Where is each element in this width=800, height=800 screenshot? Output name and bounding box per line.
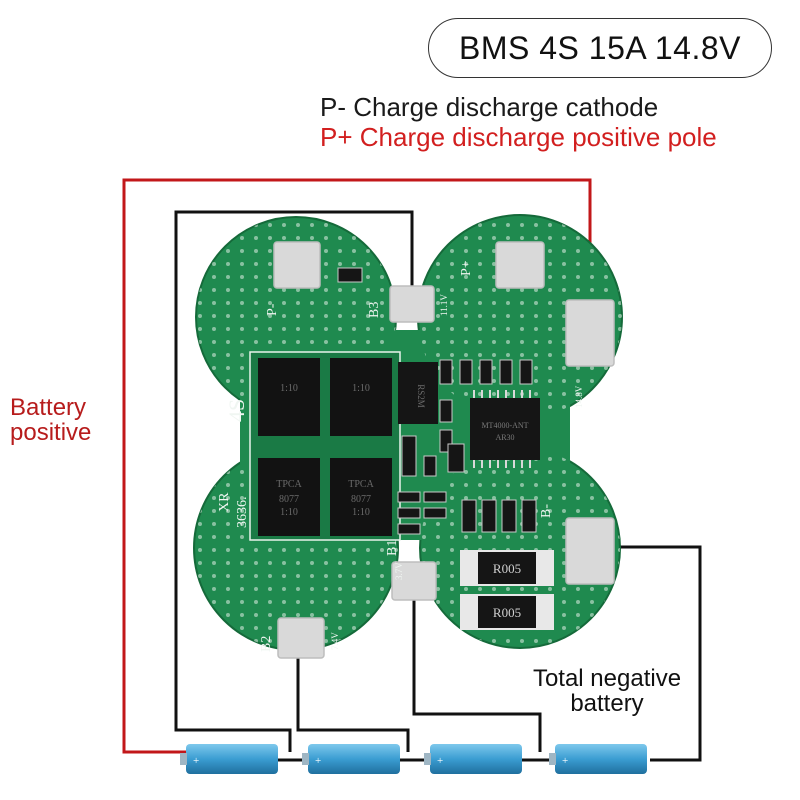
- pad-b4: [565, 299, 615, 367]
- silk-b2-voltage: 7.4V: [330, 632, 340, 650]
- mosfet-4-label: TPCA: [348, 479, 374, 490]
- pad-p-plus: [495, 241, 545, 289]
- silk-b4-voltage: 14.8V: [574, 385, 584, 408]
- battery-pack: + + + +: [180, 744, 647, 774]
- battery-cell-2: +: [302, 744, 400, 774]
- ic-label-1: MT4000-ANT: [481, 421, 528, 430]
- mosfet-1-label: 1:10: [280, 383, 298, 394]
- pad-b3: [389, 285, 435, 323]
- battery-3-plus: +: [437, 755, 443, 767]
- pad-p-minus: [273, 241, 321, 289]
- battery-2-plus: +: [315, 755, 321, 767]
- silk-b2: B2: [259, 636, 274, 652]
- mosfet-1: [258, 358, 320, 436]
- silk-b3-voltage: 11.1V: [439, 294, 449, 316]
- smd-components: [337, 267, 537, 535]
- wire-b3: [174, 210, 414, 752]
- mosfet-3-label-2: 8077: [279, 494, 299, 505]
- silk-b1: B1: [385, 540, 400, 556]
- wire-b-minus: [610, 545, 702, 762]
- sense-resistors: R005 R005: [460, 550, 554, 630]
- legend-negative: P- Charge discharge cathode: [320, 92, 659, 122]
- pad-b1: [391, 561, 437, 601]
- battery-1-plus: +: [193, 755, 199, 767]
- battery-positive-line1: Battery: [10, 394, 87, 421]
- silk-model: 4S: [224, 399, 249, 422]
- silk-maker-1: XR: [217, 492, 232, 512]
- total-negative-line1: Total negative: [532, 665, 682, 692]
- title-pill: BMS 4S 15A 14.8V: [428, 18, 772, 78]
- battery-cell-4: +: [549, 744, 647, 774]
- mosfet-3: [258, 458, 320, 536]
- battery-4-plus: +: [562, 755, 568, 767]
- diode-component: RS2M: [398, 362, 438, 424]
- diode-label: RS2M: [416, 384, 426, 408]
- mosfet-3-ratio: 1:10: [280, 507, 298, 518]
- mosfet-array: 1:10 1:10 TPCA 8077 TPCA 8077 1:10 1:10: [249, 351, 401, 541]
- pad-b2: [277, 617, 325, 659]
- controller-ic: MT4000-ANT AR30: [470, 390, 540, 468]
- battery-positive-label: Battery positive: [10, 395, 91, 445]
- total-negative-line2: battery: [570, 690, 644, 717]
- mosfet-4: [330, 458, 392, 536]
- silk-b3: B3: [367, 302, 382, 318]
- silk-p-plus: P+: [459, 260, 474, 276]
- silk-b1-voltage: 3.7V: [394, 562, 404, 580]
- battery-cell-1: +: [180, 744, 278, 774]
- total-negative-label: Total negative battery: [516, 666, 698, 716]
- battery-positive-line2: positive: [10, 419, 92, 446]
- mosfet-4-label-2: 8077: [351, 494, 371, 505]
- mosfet-2: [330, 358, 392, 436]
- resistor-1-code: R005: [493, 561, 521, 576]
- resistor-2-code: R005: [493, 605, 521, 620]
- battery-cell-3: +: [424, 744, 522, 774]
- mosfet-4-ratio: 1:10: [352, 507, 370, 518]
- silk-p-minus: P-: [265, 303, 280, 316]
- title-text: BMS 4S 15A 14.8V: [459, 29, 741, 66]
- wire-b2: [296, 640, 410, 752]
- pad-b-minus: [565, 517, 615, 585]
- silk-b-minus: B-: [539, 504, 554, 518]
- pcb-board: [193, 214, 623, 651]
- silkscreen: P- P+ B3 11.1V 14.8V B- B1 3.7V B2 7.4V …: [217, 260, 584, 652]
- silk-maker-2: 3636.: [235, 497, 250, 529]
- mosfet-2-label: 1:10: [352, 383, 370, 394]
- ic-label-2: AR30: [495, 433, 514, 442]
- mosfet-3-label: TPCA: [276, 479, 302, 490]
- solder-pads: [273, 241, 615, 659]
- legend-positive: P+ Charge discharge positive pole: [320, 122, 717, 152]
